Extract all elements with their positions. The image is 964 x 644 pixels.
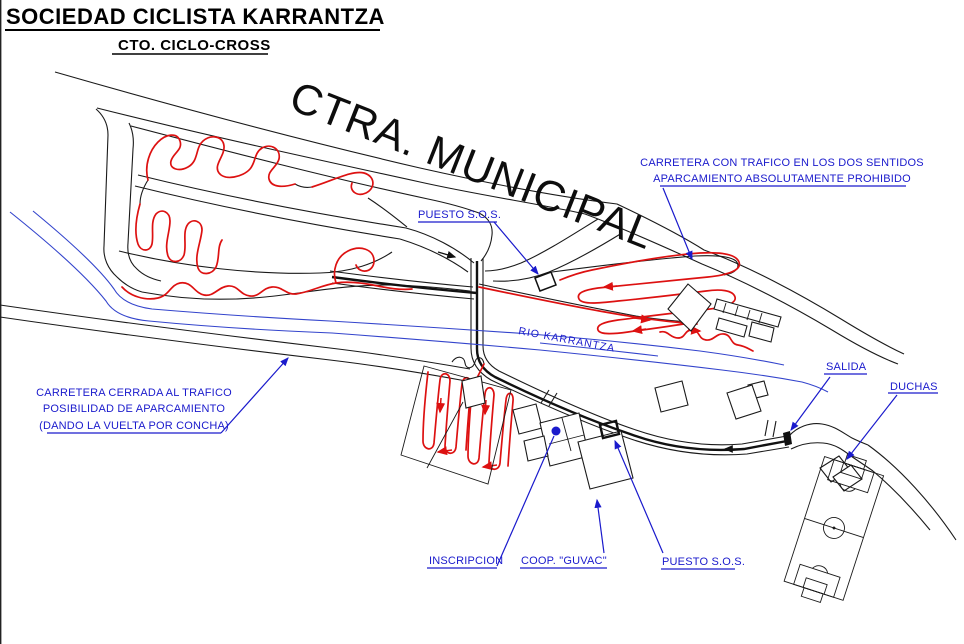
leader-inscripcion	[496, 435, 555, 567]
label-inscripcion: INSCRIPCION	[429, 555, 503, 567]
building	[512, 403, 543, 435]
buildings	[400, 283, 863, 492]
leader-traffic-warning	[662, 187, 693, 261]
building-hatched	[713, 298, 782, 328]
building	[726, 384, 762, 420]
building	[654, 380, 689, 413]
label-closed-road-1: CARRETERA CERRADA AL TRAFICO	[36, 387, 232, 399]
label-traffic-warning-1: CARRETERA CON TRAFICO EN LOS DOS SENTIDO…	[640, 157, 924, 169]
leader-salida	[790, 376, 831, 431]
inscripcion-dot	[551, 426, 561, 436]
football-field	[783, 453, 885, 603]
race-course	[121, 134, 754, 471]
label-closed-road-2: POSIBILIDAD DE APARCAMIENTO	[43, 403, 226, 415]
route-arrow-black	[437, 251, 457, 259]
label-salida: SALIDA	[826, 361, 867, 373]
building	[748, 321, 775, 343]
coop-guvac-building	[577, 430, 634, 490]
building	[715, 317, 748, 338]
label-duchas: DUCHAS	[890, 381, 938, 393]
leader-coop-guvac	[594, 498, 605, 554]
building	[523, 435, 549, 462]
leader-puesto-sos-top	[493, 221, 539, 275]
page-subtitle: CTO. CICLO-CROSS	[118, 37, 271, 54]
label-puesto-sos-top: PUESTO S.O.S.	[418, 209, 501, 221]
leader-puesto-sos-bottom	[614, 439, 664, 554]
leader-duchas	[846, 394, 898, 460]
page-title: SOCIEDAD CICLISTA KARRANTZA	[6, 4, 385, 29]
building	[667, 283, 712, 332]
access-road-west	[331, 275, 478, 295]
label-puesto-sos-bottom: PUESTO S.O.S.	[662, 556, 745, 568]
label-traffic-warning-2: APARCAMIENTO ABSOLUTAMENTE PROHIBIDO	[653, 173, 911, 185]
river-label: RIO KARRANTZA	[517, 325, 616, 355]
road-hatch-ticks	[540, 389, 777, 438]
building	[461, 375, 486, 409]
parking-area	[400, 365, 512, 485]
river-karrantza-lines	[9, 210, 829, 393]
main-road-label: CTRA. MUNICIPAL	[283, 73, 661, 259]
leader-closed-road	[220, 357, 289, 434]
course-direction-arrows	[436, 281, 702, 471]
label-closed-road-3: (DANDO LA VUELTA POR CONCHA)	[39, 420, 229, 432]
salida-marker	[783, 431, 792, 446]
sos-post-box	[598, 419, 621, 440]
label-coop-guvac: COOP. "GUVAC"	[521, 555, 607, 567]
sos-post-square	[534, 271, 557, 292]
